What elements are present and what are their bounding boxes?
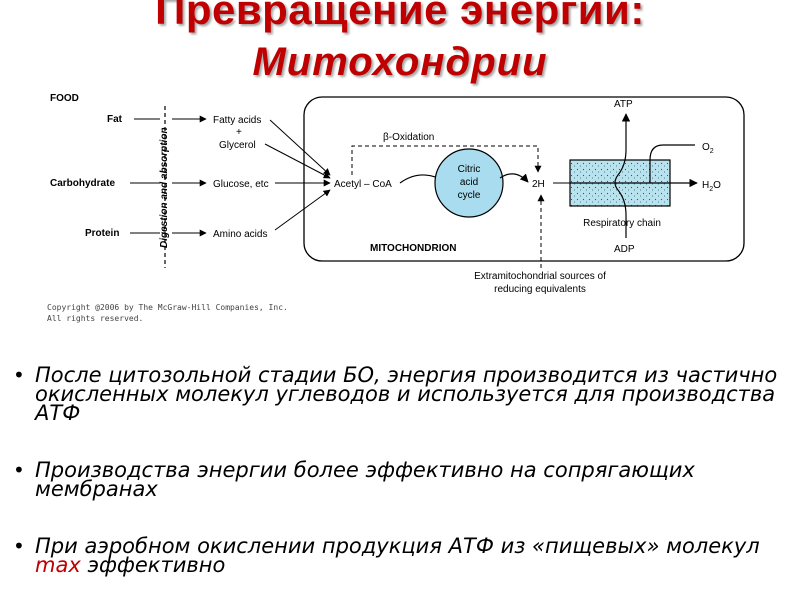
respiratory-chain-label: Respiratory chain [583, 218, 661, 229]
extramito-line2: reducing equivalents [494, 284, 586, 295]
bullet-dot-icon: • [13, 534, 25, 558]
bullet-list: • После цитозольной стадии БО, энергия пр… [0, 363, 800, 613]
bullet-text-pre: При аэробном окислении продукция АТФ из … [35, 534, 760, 558]
slide-subtitle: Митохондрии [252, 40, 548, 84]
beta-oxidation-dashed-arrow [351, 145, 542, 175]
bullet-text-post: эффективно [80, 553, 226, 577]
fatty-acids-to-acetyl-arrow [269, 119, 331, 176]
citric-label: Citric [458, 164, 481, 175]
glucose-label: Glucose, etc [213, 179, 269, 190]
beta-oxidation-label: β-Oxidation [383, 132, 434, 143]
plus-label: + [236, 127, 242, 138]
copyright-notice: Copyright @2006 by The McGraw-Hill Compa… [47, 302, 288, 324]
two-h-label: 2H [532, 179, 545, 190]
o2-incoming-line [649, 144, 695, 183]
copyright-line2: All rights reserved. [47, 314, 144, 323]
mitochondrion-box [303, 96, 745, 262]
bullet-dot-icon: • [13, 363, 25, 387]
digestion-absorption-label: Digestion and absorption [159, 127, 170, 248]
glycerol-label: Glycerol [219, 140, 256, 151]
atp-label: ATP [614, 99, 633, 110]
extramito-line1: Extramitochondrial sources of [474, 271, 606, 282]
source-fat-label: Fat [107, 114, 123, 125]
h2o-label: H2O [702, 180, 721, 193]
adp-label: ADP [614, 244, 635, 255]
food-label: FOOD [50, 93, 79, 104]
bullet-item: • Производства энергии более эффективно н… [0, 458, 800, 501]
slide-title: Превращение энергии: [155, 0, 645, 33]
bullet-accent-max: max [35, 553, 81, 577]
mitochondrion-label: MITOCHONDRION [370, 243, 456, 254]
cycle-label: cycle [458, 190, 481, 201]
source-protein-label: Protein [85, 228, 119, 239]
acetyl-to-cycle-connector [399, 174, 439, 184]
source-carbohydrate-label: Carbohydrate [50, 178, 115, 189]
adp-to-atp-arrow [614, 113, 631, 238]
fatty-acids-label: Fatty acids [213, 115, 261, 126]
amino-acids-label: Amino acids [213, 229, 267, 240]
o2-label: O2 [702, 142, 714, 155]
amino-to-acetyl-arrow [274, 189, 331, 231]
bullet-item: • После цитозольной стадии БО, энергия пр… [0, 363, 800, 425]
citric-acid-cycle-circle [434, 148, 504, 218]
bullet-text: После цитозольной стадии БО, энергия про… [35, 363, 778, 425]
copyright-line1: Copyright @2006 by The McGraw-Hill Compa… [47, 303, 288, 312]
mitochondria-energy-diagram: FOOD Fat Carbohydrate Protein Digestion … [50, 93, 745, 295]
acetyl-coa-label: Acetyl – CoA [334, 179, 392, 190]
cycle-to-2h-arrow [499, 173, 529, 183]
bullet-item: • При аэробном окислении продукция АТФ из… [0, 534, 800, 577]
bullet-dot-icon: • [13, 458, 25, 482]
acid-label: acid [460, 177, 478, 188]
bullet-text: Производства энергии более эффективно на… [35, 458, 695, 501]
glycerol-to-acetyl-arrow [264, 143, 331, 179]
